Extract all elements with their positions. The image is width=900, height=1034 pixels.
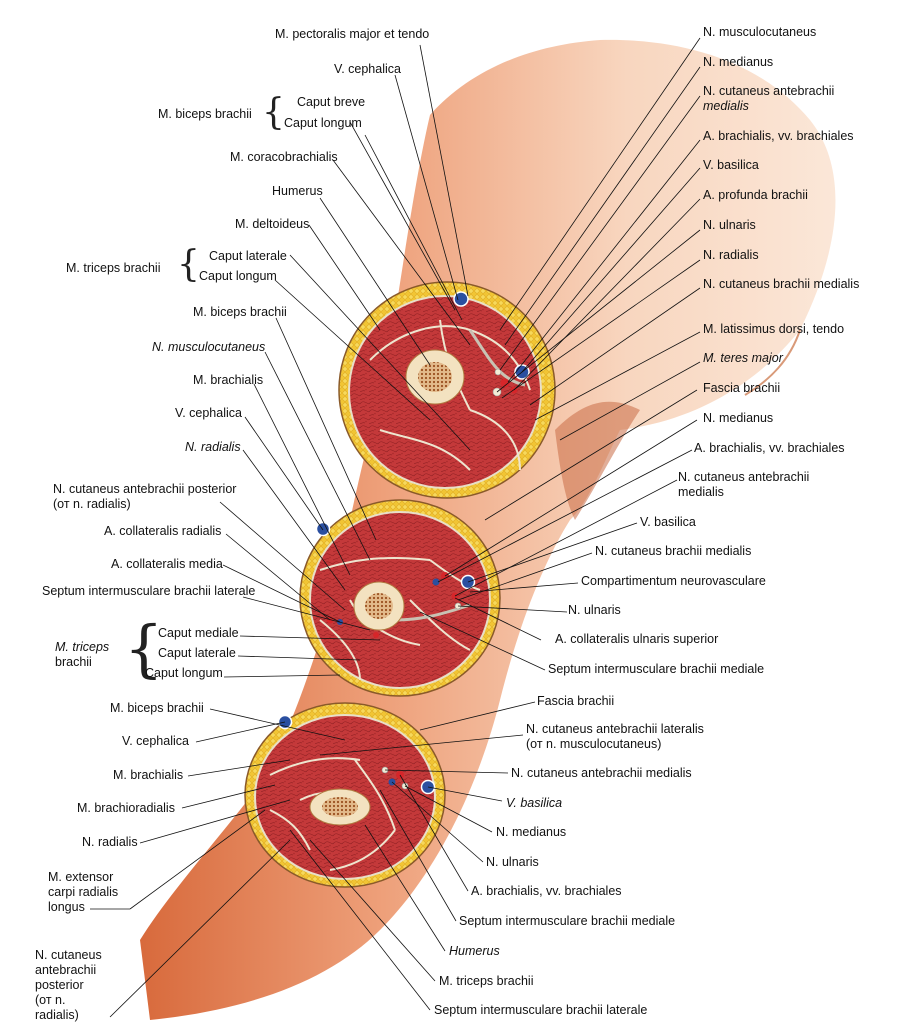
label-coracobrachialis: M. coracobrachialis xyxy=(230,150,338,164)
label-septum-med-mid-r: Septum intermusculare brachii mediale xyxy=(548,662,765,676)
cross-section-middle xyxy=(299,499,501,697)
label-coll-media: A. collateralis media xyxy=(111,557,223,571)
label-basilica-top-r: V. basilica xyxy=(703,158,759,172)
label-cut-ant-med-mid-r: N. cutaneus antebrachii xyxy=(678,470,810,484)
label-coll-ulnaris-r: A. collateralis ulnaris superior xyxy=(555,632,719,646)
label-biceps-group: M. biceps brachii xyxy=(158,107,252,121)
label-biceps-mid: M. biceps brachii xyxy=(193,305,287,319)
label-basilica-bottom-r: V. basilica xyxy=(506,796,563,810)
label-brachialis-mid: M. brachialis xyxy=(193,373,264,387)
label-triceps-group-top: M. triceps brachii xyxy=(66,261,161,275)
brace-triceps-top: { xyxy=(177,244,200,285)
label-a-brachialis-mid-r: A. brachialis, vv. brachiales xyxy=(694,441,845,455)
label-triceps-group-mid2: brachii xyxy=(55,655,92,669)
label-caput-longum: Caput longum xyxy=(284,116,362,130)
label-septum-lat-bottom-r: Septum intermusculare brachii laterale xyxy=(434,1003,648,1017)
label-radialis-top-r: N. radialis xyxy=(703,248,759,262)
label-caput-mediale: Caput mediale xyxy=(158,626,239,640)
label-cephalica-mid: V. cephalica xyxy=(175,406,242,420)
label-cut-ant-med-top-r2: medialis xyxy=(703,99,749,113)
label-cut-ant-lat-r: N. cutaneus antebrachii lateralis xyxy=(526,722,704,736)
label-triceps-bottom-r: M. triceps brachii xyxy=(439,974,534,988)
leader-lines xyxy=(90,37,701,1018)
label-extensor-1: M. extensor xyxy=(48,870,114,884)
label-musculocutaneus-r: N. musculocutaneus xyxy=(703,25,817,39)
label-cut-post-5: radialis) xyxy=(35,1008,79,1022)
label-ulnaris-top-r: N. ulnaris xyxy=(703,218,756,232)
cross-section-upper xyxy=(338,281,556,499)
label-cut-ant-lat-r2: (от n. musculocutaneus) xyxy=(526,737,662,751)
label-cut-ant-med-mid-r2: medialis xyxy=(678,485,724,499)
label-humerus-top: Humerus xyxy=(272,184,323,198)
label-basilica-mid-r: V. basilica xyxy=(640,515,696,529)
label-septum-med-bottom-r: Septum intermusculare brachii mediale xyxy=(459,914,676,928)
label-ulnaris-mid-r: N. ulnaris xyxy=(568,603,621,617)
label-cut-brach-med-mid-r: N. cutaneus brachii medialis xyxy=(595,544,752,558)
label-caput-longum-top: Caput longum xyxy=(199,269,277,283)
label-radialis-mid: N. radialis xyxy=(185,440,241,454)
label-caput-laterale-mid: Caput laterale xyxy=(158,646,236,660)
label-cut-ant-post-mid2: (от n. radialis) xyxy=(53,497,131,511)
label-latissimus-r: M. latissimus dorsi, tendo xyxy=(703,322,845,336)
label-brachioradialis: M. brachioradialis xyxy=(77,801,175,815)
label-deltoideus: M. deltoideus xyxy=(235,217,310,231)
label-medianus-mid-r: N. medianus xyxy=(703,411,774,425)
brace-biceps: { xyxy=(262,92,285,133)
label-cut-brach-med-top-r: N. cutaneus brachii medialis xyxy=(703,277,860,291)
label-musculocutaneus-mid: N. musculocutaneus xyxy=(152,340,266,354)
label-coll-radialis: A. collateralis radialis xyxy=(104,524,222,538)
label-ulnaris-bottom-r: N. ulnaris xyxy=(486,855,539,869)
label-fascia-bottom-r: Fascia brachii xyxy=(537,694,615,708)
label-medianus-top-r: N. medianus xyxy=(703,55,774,69)
label-triceps-group-mid: M. triceps xyxy=(55,640,110,654)
label-pectoralis-major: M. pectoralis major et tendo xyxy=(275,27,430,41)
label-cut-ant-post-mid: N. cutaneus antebrachii posterior xyxy=(53,482,237,496)
label-fascia-mid-r: Fascia brachii xyxy=(703,381,781,395)
brace-triceps-mid: { xyxy=(124,612,164,685)
label-compartimentum-r: Compartimentum neurovasculare xyxy=(581,574,766,588)
label-cephalica-top: V. cephalica xyxy=(334,62,401,76)
label-brachialis-bottom: M. brachialis xyxy=(113,768,184,782)
label-extensor-2: carpi radialis xyxy=(48,885,119,899)
label-humerus-bottom-r: Humerus xyxy=(449,944,500,958)
label-septum-lat-mid: Septum intermusculare brachii laterale xyxy=(42,584,256,598)
label-biceps-bottom: M. biceps brachii xyxy=(110,701,204,715)
label-caput-longum-mid: Caput longum xyxy=(145,666,223,680)
label-extensor-3: longus xyxy=(48,900,85,914)
label-cut-post-3: posterior xyxy=(35,978,84,992)
label-cut-ant-med-top-r: N. cutaneus antebrachii xyxy=(703,84,835,98)
label-cut-post-2: antebrachii xyxy=(35,963,97,977)
label-cut-post-1: N. cutaneus xyxy=(35,948,102,962)
torso-edge xyxy=(744,329,801,396)
label-cephalica-bottom: V. cephalica xyxy=(122,734,189,748)
label-teres-major-r: M. teres major xyxy=(703,351,783,365)
label-caput-breve: Caput breve xyxy=(297,95,366,109)
label-a-brachialis-top-r: A. brachialis, vv. brachiales xyxy=(703,129,854,143)
label-medianus-bottom-r: N. medianus xyxy=(496,825,567,839)
label-cut-ant-med-bottom-r: N. cutaneus antebrachii medialis xyxy=(511,766,692,780)
label-profunda-brachii-r: A. profunda brachii xyxy=(703,188,808,202)
label-cut-post-4: (от n. xyxy=(35,993,66,1007)
label-caput-laterale-top: Caput laterale xyxy=(209,249,287,263)
label-radialis-bottom: N. radialis xyxy=(82,835,138,849)
label-a-brachialis-bottom-r: A. brachialis, vv. brachiales xyxy=(471,884,622,898)
